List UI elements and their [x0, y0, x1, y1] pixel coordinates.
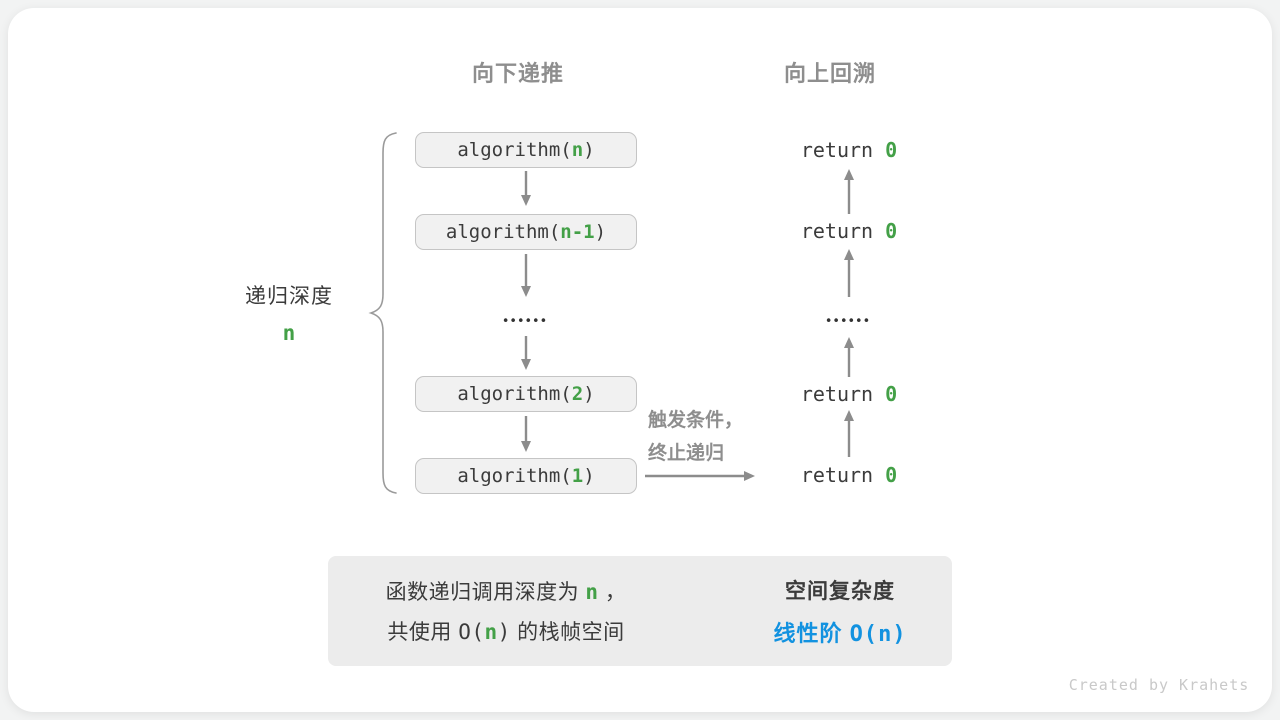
- return-statement: return 0: [801, 382, 897, 406]
- big-o-notation: ): [892, 622, 907, 647]
- header-backtrack-up: 向上回溯: [783, 61, 877, 86]
- return-value: 0: [885, 138, 898, 162]
- return-text: return: [800, 382, 886, 406]
- trigger-condition-label: 触发条件， 终止递归: [648, 404, 743, 470]
- code-text: ): [583, 383, 595, 405]
- return-value: 0: [885, 463, 898, 487]
- code-text: algorithm(: [445, 221, 561, 243]
- big-o-var: n: [878, 622, 893, 647]
- call-frame-2: algorithm(2): [415, 376, 637, 412]
- depth-brace: [368, 132, 397, 494]
- code-arg: 2: [571, 383, 584, 405]
- summary-text: 的栈帧空间: [510, 621, 625, 644]
- call-frame-n-1: algorithm(n-1): [415, 214, 637, 250]
- summary-line-1: 函数递归调用深度为 n ，: [386, 576, 627, 606]
- trigger-line-2: 终止递归: [648, 443, 725, 464]
- return-statement: return 0: [801, 138, 897, 162]
- code-text: algorithm(: [457, 383, 572, 405]
- return-text: return: [800, 463, 886, 487]
- big-o-notation: O(: [849, 622, 879, 647]
- complexity-order: 线性阶: [773, 621, 850, 646]
- big-o-notation: ): [497, 620, 511, 644]
- code-text: algorithm(: [457, 139, 572, 161]
- return-value: 0: [885, 219, 898, 243]
- credit-text: Created by Krahets: [1068, 676, 1250, 694]
- depth-label: 递归深度: [245, 285, 333, 308]
- trigger-line-1: 触发条件，: [648, 410, 744, 431]
- summary-var: n: [484, 620, 498, 644]
- call-frame-n: algorithm(n): [415, 132, 637, 168]
- summary-line-2: 共使用 O(n) 的栈帧空间: [387, 616, 624, 646]
- right-ellipsis: ••••••: [826, 312, 872, 328]
- depth-value: n: [282, 321, 296, 345]
- space-complexity-result: 线性阶 O(n): [773, 616, 906, 648]
- code-text: ): [583, 139, 595, 161]
- summary-text: 共使用: [387, 621, 459, 644]
- call-frame-1: algorithm(1): [415, 458, 637, 494]
- return-text: return: [800, 219, 886, 243]
- space-complexity-title: 空间复杂度: [785, 580, 895, 603]
- return-text: return: [800, 138, 886, 162]
- code-arg: n: [571, 139, 584, 161]
- return-statement: return 0: [801, 219, 897, 243]
- big-o-notation: O(: [458, 620, 485, 644]
- code-text: ): [583, 465, 595, 487]
- summary-text: 函数递归调用深度为: [385, 581, 586, 604]
- summary-var: n: [585, 580, 599, 604]
- return-statement: return 0: [801, 463, 897, 487]
- summary-box: [328, 556, 952, 666]
- code-text: algorithm(: [457, 465, 572, 487]
- code-arg: n-1: [560, 221, 595, 243]
- header-recurse-down: 向下递推: [471, 61, 565, 86]
- code-arg: 1: [571, 465, 584, 487]
- summary-text: ，: [598, 581, 627, 604]
- return-value: 0: [885, 382, 898, 406]
- code-text: ): [594, 221, 607, 243]
- left-ellipsis: ••••••: [503, 312, 549, 328]
